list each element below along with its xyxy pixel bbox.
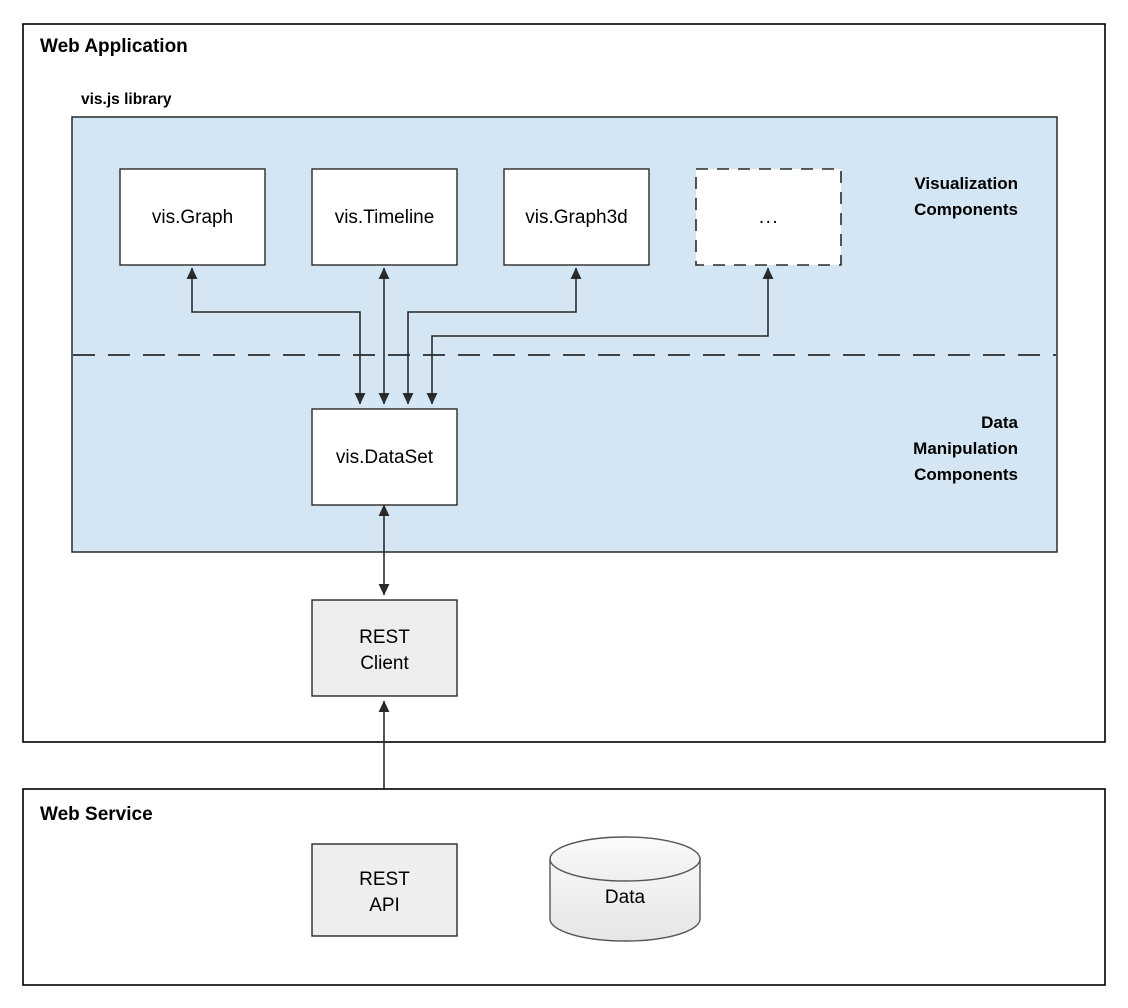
node-vis-dataset[interactable]: vis.DataSet bbox=[311, 408, 458, 506]
node-rest-client-box[interactable] bbox=[311, 599, 458, 697]
node-vis-timeline-label: vis.Timeline bbox=[335, 207, 435, 228]
data-store-cylinder-body[interactable] bbox=[549, 858, 701, 942]
node-rest-client[interactable]: REST Client bbox=[311, 599, 458, 697]
connector-more-components-to-dataset bbox=[426, 267, 774, 405]
data-manipulation-label-line1: Data bbox=[981, 413, 1018, 432]
vis-js-library-group: vis.js library bbox=[71, 91, 1058, 553]
node-vis-timeline-box[interactable] bbox=[311, 168, 458, 266]
node-vis-graph3d-label: vis.Graph3d bbox=[525, 207, 627, 228]
vis-js-library-title: vis.js library bbox=[81, 91, 172, 108]
node-vis-dataset-label: vis.DataSet bbox=[336, 447, 434, 468]
node-vis-graph[interactable]: vis.Graph bbox=[119, 168, 266, 266]
data-manipulation-label-line2: Manipulation bbox=[913, 439, 1018, 458]
data-store-cylinder-top bbox=[549, 836, 701, 882]
node-more-components-label: ... bbox=[759, 207, 779, 228]
node-more-components[interactable]: ... bbox=[695, 168, 842, 266]
node-rest-api-box[interactable] bbox=[311, 843, 458, 937]
node-rest-client-label-line2: Client bbox=[360, 653, 409, 674]
visualization-components-row: vis.Graph vis.Timeline vis.Graph3d ... bbox=[119, 168, 842, 266]
node-vis-graph-label: vis.Graph bbox=[152, 207, 233, 228]
node-more-components-box[interactable] bbox=[695, 168, 842, 266]
group-label-visualization-components: Visualization Components bbox=[914, 174, 1018, 219]
node-rest-client-label-line1: REST bbox=[359, 627, 410, 648]
node-vis-timeline[interactable]: vis.Timeline bbox=[311, 168, 458, 266]
node-vis-graph3d[interactable]: vis.Graph3d bbox=[503, 168, 650, 266]
data-manipulation-label-line3: Components bbox=[914, 465, 1018, 484]
web-service-title: Web Service bbox=[40, 804, 153, 825]
group-label-data-manipulation-components: Data Manipulation Components bbox=[913, 413, 1018, 484]
visualization-components-label-line1: Visualization bbox=[914, 174, 1018, 193]
visualization-components-label-line2: Components bbox=[914, 200, 1018, 219]
node-data-store-label: Data bbox=[605, 887, 646, 908]
node-rest-api-label-line1: REST bbox=[359, 869, 410, 890]
connector-vis-graph-to-dataset bbox=[186, 267, 366, 405]
node-vis-graph3d-box[interactable] bbox=[503, 168, 650, 266]
node-rest-api[interactable]: REST API bbox=[311, 843, 458, 937]
node-vis-graph-box[interactable] bbox=[119, 168, 266, 266]
web-application-title: Web Application bbox=[40, 36, 188, 57]
node-vis-dataset-box[interactable] bbox=[311, 408, 458, 506]
node-data-store[interactable]: Data bbox=[549, 836, 701, 942]
node-rest-api-label-line2: API bbox=[369, 895, 400, 916]
